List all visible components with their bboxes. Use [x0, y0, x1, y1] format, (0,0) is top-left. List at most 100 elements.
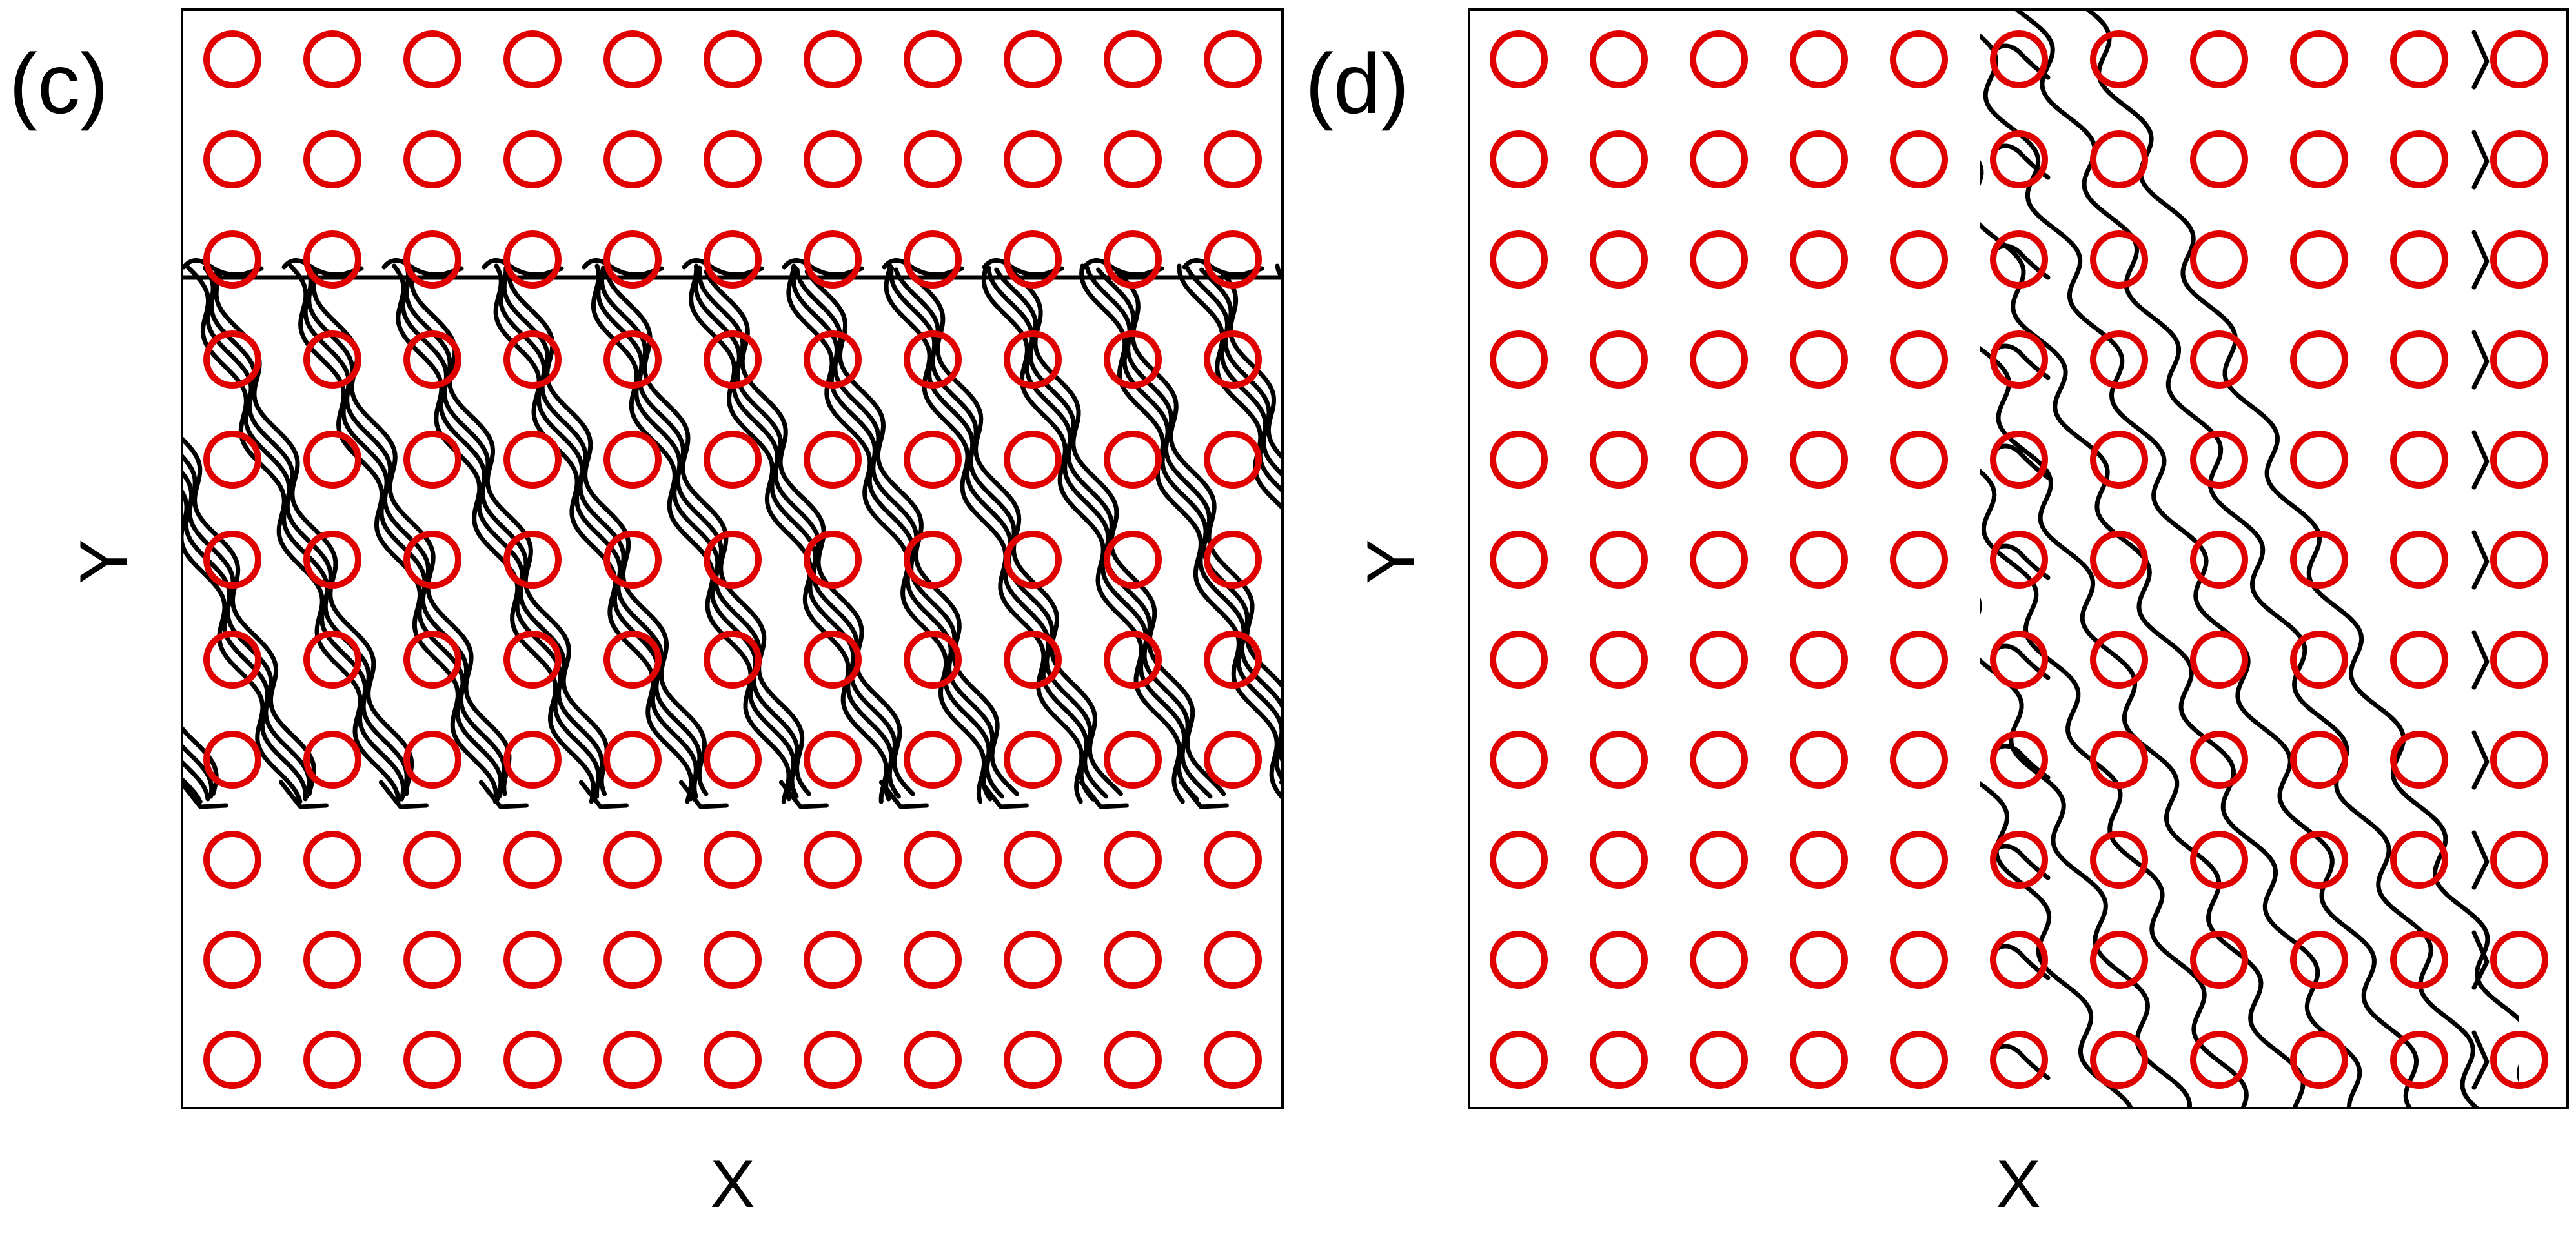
obstacle-ring — [2290, 330, 2348, 389]
obstacle-ring — [1790, 1031, 1848, 1089]
obstacle-ring — [403, 30, 461, 88]
trajectory-strand — [1184, 265, 1283, 494]
trajectory-tail — [378, 780, 429, 809]
obstacle-ring — [2390, 531, 2448, 589]
obstacle-ring — [2190, 330, 2248, 389]
obstacle-ring — [1590, 330, 1648, 389]
obstacle-ring — [1890, 931, 1948, 989]
obstacle-ring — [1590, 431, 1648, 489]
obstacle-ring — [603, 731, 662, 789]
obstacle-ring — [2290, 731, 2348, 789]
obstacle-ring — [804, 1031, 862, 1089]
obstacle-ring — [1890, 130, 1948, 188]
obstacle-ring — [704, 130, 762, 188]
obstacle-ring — [704, 30, 762, 88]
trajectory-tail — [979, 780, 1029, 809]
obstacle-ring — [904, 631, 962, 689]
obstacle-ring — [2490, 130, 2548, 188]
obstacle-ring — [804, 931, 862, 989]
obstacle-ring — [1490, 330, 1548, 389]
obstacle-ring — [1990, 531, 2048, 589]
trajectory-strand — [0, 266, 99, 802]
obstacle-ring — [1590, 931, 1648, 989]
trajectory-strand — [795, 267, 1004, 799]
obstacle-ring — [704, 230, 762, 289]
obstacle-ring — [303, 531, 361, 589]
obstacle-ring — [1890, 531, 1948, 589]
obstacle-ring — [2190, 230, 2248, 289]
trajectory-tail — [81, 782, 126, 807]
obstacle-ring — [1890, 30, 1948, 88]
obstacle-ring — [203, 631, 261, 689]
obstacle-ring — [603, 130, 662, 188]
obstacle-ring — [203, 330, 261, 389]
trajectory-strand — [1980, 469, 2249, 1108]
obstacle-ring — [2190, 1031, 2248, 1089]
obstacle-ring — [603, 831, 662, 889]
obstacle-ring — [904, 531, 962, 589]
obstacle-ring — [904, 431, 962, 489]
obstacle-ring — [1104, 130, 1162, 188]
obstacle-ring — [1990, 130, 2048, 188]
trajectory-tail — [182, 780, 228, 809]
panel-c-obstacles — [203, 30, 1262, 1089]
obstacle-ring — [904, 931, 962, 989]
obstacle-ring — [804, 631, 862, 689]
obstacle-ring — [2090, 831, 2148, 889]
trajectory-hook — [1282, 266, 1283, 268]
obstacle-ring — [303, 1031, 361, 1089]
obstacle-ring — [2090, 330, 2148, 389]
obstacle-ring — [503, 431, 562, 489]
obstacle-ring — [1004, 931, 1062, 989]
panel-c-ylabel: Y — [66, 539, 141, 583]
obstacle-ring — [704, 531, 762, 589]
obstacle-ring — [1490, 230, 1548, 289]
obstacle-ring — [2290, 631, 2348, 689]
obstacle-ring — [2190, 431, 2248, 489]
obstacle-ring — [1104, 831, 1162, 889]
obstacle-ring — [2390, 831, 2448, 889]
obstacle-ring — [1790, 931, 1848, 989]
obstacle-ring — [203, 230, 261, 289]
trajectory-edge — [2471, 930, 2490, 990]
obstacle-ring — [1590, 30, 1648, 88]
panel-d-xlabel: X — [1996, 1147, 2040, 1222]
obstacle-ring — [603, 431, 662, 489]
trajectory-strand — [907, 269, 1123, 796]
trajectory-tail — [278, 780, 329, 809]
panel-d-trajectories — [1980, 10, 2519, 1108]
obstacle-ring — [2390, 431, 2448, 489]
obstacle-ring — [503, 731, 562, 789]
obstacle-ring — [1204, 731, 1262, 789]
obstacle-ring — [2290, 831, 2348, 889]
obstacle-ring — [1690, 431, 1748, 489]
obstacle-ring — [403, 130, 461, 188]
trajectory-edge — [2471, 330, 2490, 390]
trajectory-hook — [1082, 258, 1164, 277]
obstacle-ring — [1590, 631, 1648, 689]
obstacle-ring — [1990, 1031, 2048, 1089]
trajectory-strand — [502, 267, 702, 799]
trajectory-strand — [1980, 33, 2419, 1108]
trajectory-strand — [804, 269, 1019, 796]
obstacle-ring — [403, 330, 461, 389]
obstacle-ring — [1790, 230, 1848, 289]
obstacle-ring — [403, 931, 461, 989]
obstacle-ring — [1690, 731, 1748, 789]
obstacle-ring — [2090, 531, 2148, 589]
obstacle-ring — [2190, 30, 2248, 88]
obstacle-ring — [203, 531, 261, 589]
obstacle-ring — [904, 330, 962, 389]
trajectory-edge — [2471, 730, 2490, 790]
panel-c-label: (c) — [9, 36, 108, 131]
trajectory-strand — [0, 268, 109, 799]
obstacle-ring — [2190, 531, 2248, 589]
obstacle-ring — [1990, 631, 2048, 689]
obstacle-ring — [1204, 1031, 1262, 1089]
trajectory-edge — [2471, 530, 2490, 590]
obstacle-ring — [2290, 931, 2348, 989]
obstacle-ring — [1990, 230, 2048, 289]
obstacle-ring — [1590, 731, 1648, 789]
obstacle-ring — [403, 1031, 461, 1089]
panel-d-obstacles — [1490, 30, 2548, 1089]
